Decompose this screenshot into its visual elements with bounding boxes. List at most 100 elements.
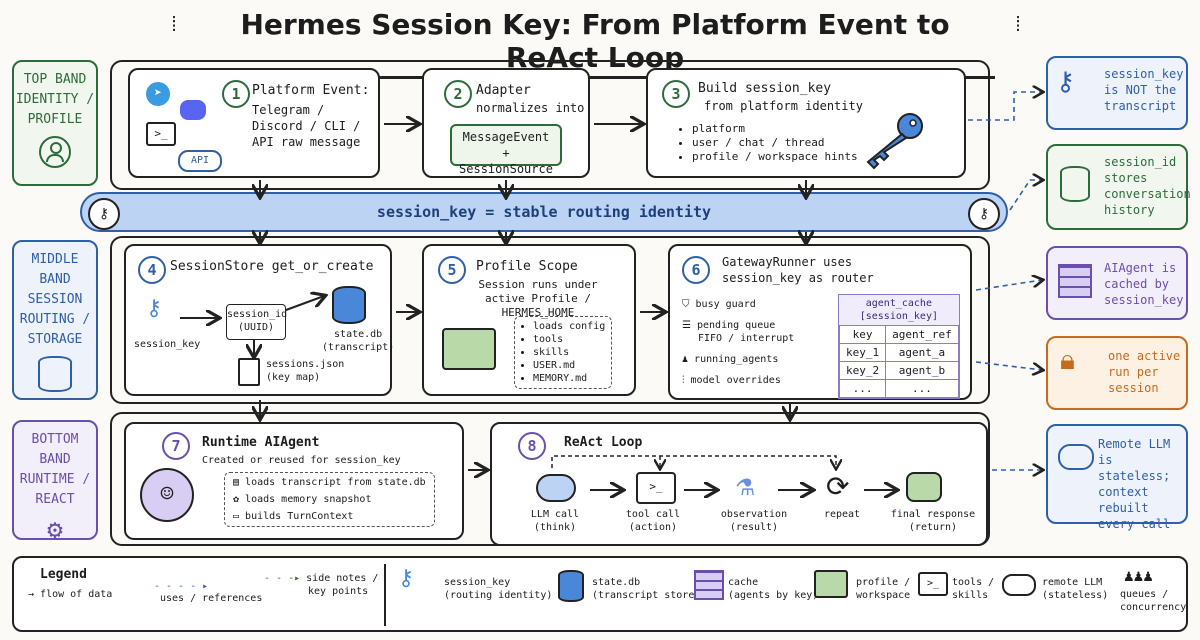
page-title: Hermes Session Key: From Platform Event … — [195, 8, 995, 79]
folder-icon — [442, 328, 496, 370]
folder-icon: ▭ — [233, 511, 246, 522]
list-item: loads config — [533, 320, 605, 333]
sliders-icon: ⫶ — [682, 375, 691, 386]
step-4-session-store: 4 SessionStore get_or_create ⚷ session_k… — [124, 244, 394, 396]
legend-flow: → flow of data — [28, 589, 113, 600]
legend-item-key: ⚷ — [398, 568, 414, 590]
document-icon — [238, 358, 260, 386]
chat-icon — [906, 472, 942, 502]
list-item: ✿ loads memory snapshot — [233, 494, 372, 505]
step-6-number: 6 — [682, 256, 710, 284]
key-icon: ⚷ — [1056, 67, 1076, 97]
side-note-4: 🔒︎ one active run per session — [1046, 336, 1188, 410]
band-label-middle: MIDDLE BAND SESSION ROUTING / STORAGE — [12, 240, 98, 400]
document-icon: ▤ — [233, 477, 246, 488]
step-8-number: 8 — [518, 432, 546, 460]
step-3-number: 3 — [662, 80, 690, 108]
telegram-icon: ➤ — [146, 82, 170, 106]
list-item: ▤ loads transcript from state.db — [233, 477, 426, 488]
legend-item-tools-label: tools /skills — [952, 577, 995, 601]
band-top — [110, 60, 990, 190]
legend-item-llm-label: remote LLM(stateless) — [1042, 577, 1109, 601]
list-item: ▭ builds TurnContext — [233, 511, 354, 522]
react-node-observation: observation(result) — [720, 509, 788, 533]
step-5-title: Profile Scope — [476, 259, 578, 274]
step-2-adapter: 2 Adapter normalizes into MessageEvent+ … — [422, 68, 590, 178]
terminal-icon: >_ — [636, 472, 676, 504]
step-3-items: platform user / chat / thread profile / … — [678, 122, 858, 164]
gear-icon: ⚙ — [47, 515, 63, 545]
database-icon — [1060, 166, 1090, 202]
database-icon — [558, 570, 584, 602]
list-item: platform — [692, 122, 858, 136]
list-item: MEMORY.md — [533, 372, 605, 385]
key-icon: ⚷ — [88, 198, 120, 230]
step-4-number: 4 — [138, 256, 166, 284]
legend-item-cache-label: cache(agents by key) — [728, 577, 819, 601]
lock-icon: 🔒︎ — [1060, 343, 1075, 376]
step-1-number: 1 — [222, 80, 250, 108]
band-label-top: TOP BAND IDENTITY / PROFILE — [12, 60, 98, 186]
database-icon — [332, 286, 366, 324]
banner-text: session_key = stable routing identity — [376, 203, 712, 221]
agent-steps: ▤ loads transcript from state.db ✿ loads… — [224, 472, 435, 527]
profile-icon — [39, 136, 71, 168]
brain-icon: ✿ — [233, 494, 246, 505]
terminal-icon: >_ — [146, 122, 176, 146]
step-2-sub: normalizes into — [476, 101, 585, 115]
legend-item-db-label: state.db(transcript store) — [592, 577, 701, 601]
legend-side: - - -▸ side notes /key points — [264, 573, 379, 597]
side-link-2 — [1009, 180, 1042, 211]
shield-icon: ⛉ — [682, 299, 696, 310]
step-2-title: Adapter — [476, 83, 531, 98]
list-item: tools — [533, 333, 605, 346]
title-sparks-right: ⁞ — [1012, 12, 1025, 36]
cache-subtitle: [session_key] — [859, 311, 938, 322]
legend-item-queue-label: queues /concurrency — [1120, 589, 1187, 613]
step-2-number: 2 — [444, 80, 472, 108]
list-item: skills — [533, 346, 605, 359]
side-note-2: session_id stores conversation history — [1046, 144, 1191, 230]
legend-title: Legend — [40, 567, 87, 582]
step-1-platform-event: ➤ >_ API 1 Platform Event: Telegram / Di… — [128, 68, 380, 178]
react-node-repeat: repeat — [823, 509, 861, 520]
step-5-number: 5 — [438, 256, 466, 284]
key-icon: ⚷ — [398, 566, 415, 591]
session-key-banner: ⚷ session_key = stable routing identity … — [80, 192, 1008, 232]
list-item: USER.md — [533, 359, 605, 372]
key-icon — [866, 113, 923, 170]
legend: Legend → flow of data - - - - ▸ uses / r… — [12, 556, 1188, 632]
list-item: user / chat / thread — [692, 136, 858, 150]
react-node-tool: tool call(action) — [625, 509, 681, 533]
legend-uses: - - - - ▸ — [154, 581, 209, 592]
table-icon — [1058, 264, 1092, 298]
step-8-title: ReAct Loop — [564, 435, 643, 450]
legend-item-profile-label: profile /workspace — [856, 577, 911, 601]
api-cloud-icon: API — [178, 150, 222, 172]
step-1-title: Platform Event: — [252, 83, 370, 98]
users-icon: ♟♟♟ — [1124, 566, 1153, 585]
session-id-box: session_id(UUID) — [226, 304, 287, 340]
database-icon — [38, 356, 72, 392]
step-8-react-loop: 8 ReAct Loop LLM call(think) >_ tool cal… — [490, 422, 988, 546]
sessions-json-label: sessions.json(key map) — [266, 359, 345, 383]
flask-icon: ⚗ — [736, 468, 755, 503]
step-3-sub: from platform identity — [704, 99, 863, 113]
cache-title: agent_cache — [865, 298, 932, 309]
cloud-icon — [1058, 444, 1094, 470]
table-row: ...... — [838, 379, 959, 398]
repeat-icon: ⟳ — [826, 470, 850, 503]
discord-icon — [180, 100, 206, 120]
session-key-label: session_key — [134, 339, 201, 350]
terminal-icon: >_ — [918, 572, 948, 596]
key-icon: ⚷ — [146, 296, 163, 321]
title-sparks-left: ⁞ — [168, 12, 181, 36]
cloud-icon — [1002, 574, 1036, 596]
side-note-1: ⚷ session_key is NOT the transcript — [1046, 56, 1188, 130]
list-item: profile / workspace hints — [692, 150, 858, 164]
